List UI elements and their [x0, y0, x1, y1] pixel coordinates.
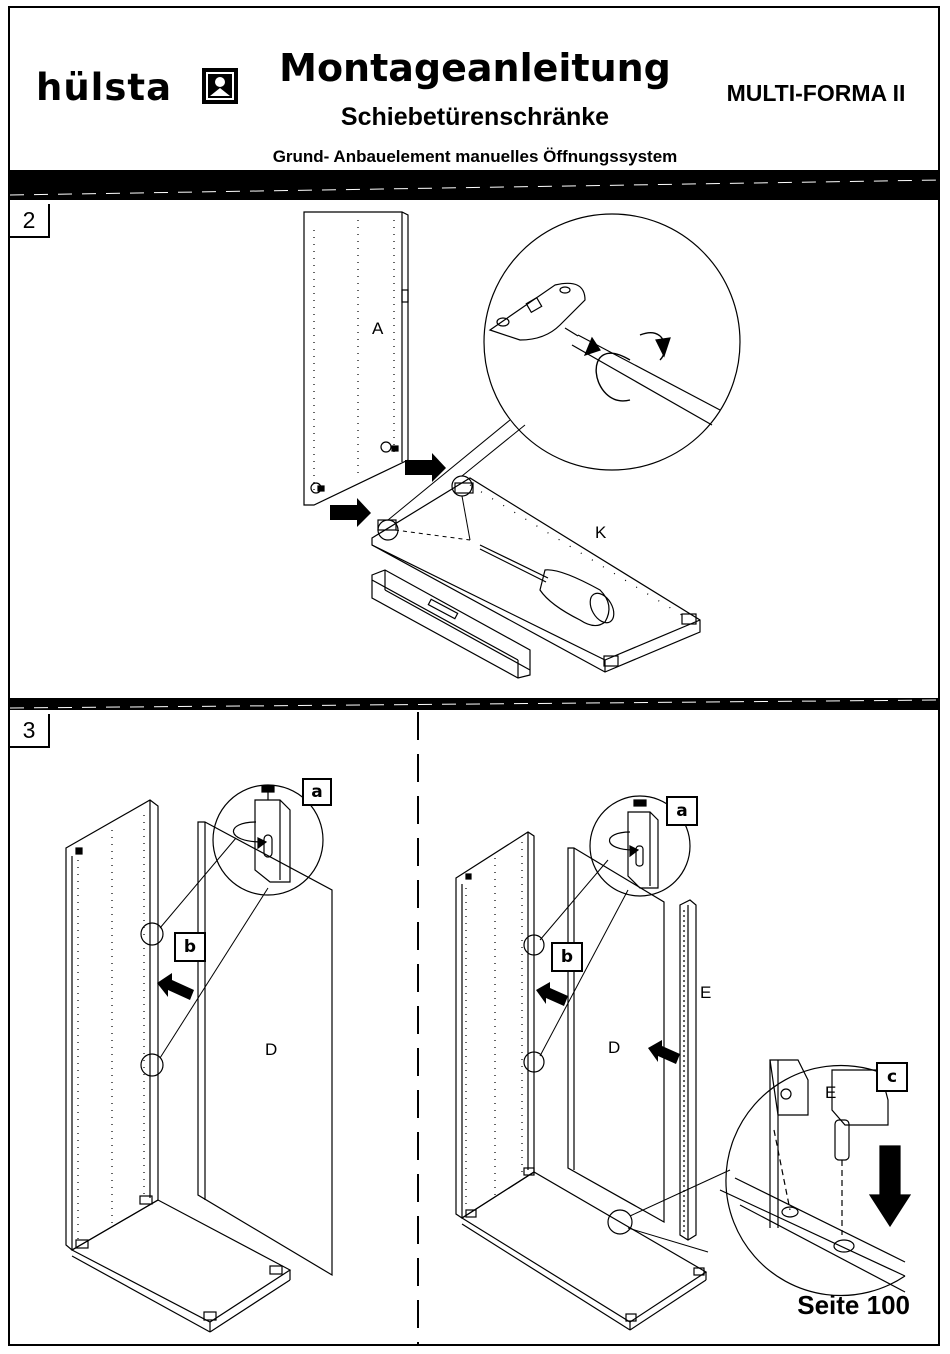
band-dash-line [10, 700, 940, 708]
page-number: Seite 100 [760, 1290, 910, 1321]
label-panel-k: K [595, 523, 606, 543]
label-rail-e: E [700, 983, 711, 1003]
detail-circle-c [720, 1060, 910, 1295]
cabinet-right-drawing [456, 832, 706, 1330]
cabinet-left-drawing [66, 800, 290, 1332]
detail-circle-screw [484, 214, 740, 470]
callout-box-a-right: a [666, 796, 698, 826]
arrow-icon [536, 982, 568, 1006]
label-panel-d-left: D [265, 1040, 277, 1060]
spirit-level-icon [372, 570, 530, 678]
panel-d-right-drawing [568, 848, 664, 1222]
label-panel-a: A [372, 319, 383, 339]
arrow-icon [157, 973, 194, 1000]
callout-box-c: c [876, 1062, 908, 1092]
callout-box-a-left: a [302, 778, 332, 806]
arrow-icon [330, 453, 446, 527]
label-panel-d-right: D [608, 1038, 620, 1058]
side-panel-a-drawing [304, 212, 408, 505]
band-dash-line [10, 180, 940, 195]
label-detail-e: E [825, 1083, 836, 1103]
bottom-panel-k-drawing [372, 476, 700, 672]
callout-box-b-left: b [174, 932, 206, 962]
callout-box-b-right: b [551, 942, 583, 972]
